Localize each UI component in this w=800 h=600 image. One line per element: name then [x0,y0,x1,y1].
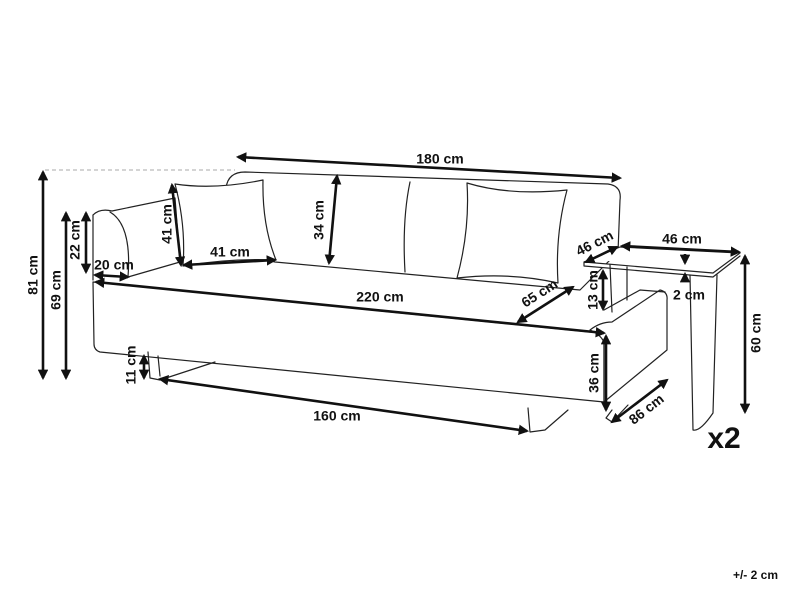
label-arm-width: 20 cm [94,257,134,273]
label-pillow-height: 41 cm [159,204,175,244]
label-leg-height: 11 cm [123,346,139,385]
back-cushion-divider [403,181,411,273]
label-table-clearance: 13 cm [585,270,601,310]
label-back-width: 180 cm [416,151,463,167]
pillow-right [456,182,568,284]
tolerance-note: +/- 2 cm [733,568,778,582]
label-arm-rise: 22 cm [67,220,83,260]
label-table-width: 46 cm [662,231,702,247]
dimension-arrows [37,152,751,435]
label-back-height: 34 cm [311,200,327,240]
leg-left-inner [157,355,161,377]
label-pillow-width: 41 cm [210,244,250,260]
leg-right [527,407,569,433]
label-seat-height: 36 cm [586,353,602,393]
arm-top-back [603,289,666,311]
label-arm-height: 69 cm [48,270,64,310]
side-table-rear-leg [609,264,628,313]
label-base-length: 160 cm [313,408,360,424]
label-total-height: 81 cm [25,255,41,295]
label-total-width: 220 cm [356,289,403,305]
label-table-thickness: 2 cm [673,287,705,303]
side-table-leg [689,274,718,431]
label-table-height: 60 cm [748,313,764,353]
sofa-back [225,171,621,291]
table-quantity: x2 [707,422,740,455]
